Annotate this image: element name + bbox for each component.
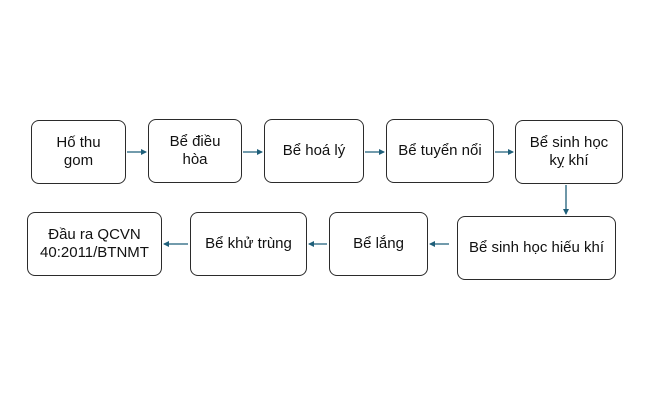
node-label: Bể tuyển nổi xyxy=(398,142,482,159)
node-label: Bể hoá lý xyxy=(282,142,346,159)
node-label: Bể điều hòa xyxy=(169,133,221,168)
node-label: Bể khử trùng xyxy=(205,235,292,252)
node-ho-thu-gom[interactable]: Hố thu gom xyxy=(31,120,126,184)
node-label: Hố thu gom xyxy=(56,134,101,169)
node-be-hoa-ly[interactable]: Bể hoá lý xyxy=(264,119,364,183)
node-be-dieu-hoa[interactable]: Bể điều hòa xyxy=(148,119,242,183)
node-be-tuyen-noi[interactable]: Bể tuyển nổi xyxy=(386,119,494,183)
node-be-sinh-hoc-ky-khi[interactable]: Bể sinh học kỵ khí xyxy=(515,120,623,184)
node-label: Bể lắng xyxy=(353,235,404,252)
node-dau-ra-qcvn[interactable]: Đầu ra QCVN 40:2011/BTNMT xyxy=(27,212,162,276)
node-be-lang[interactable]: Bể lắng xyxy=(329,212,428,276)
node-label: Bể sinh học hiếu khí xyxy=(468,239,605,256)
node-be-khu-trung[interactable]: Bể khử trùng xyxy=(190,212,307,276)
node-label: Đầu ra QCVN 40:2011/BTNMT xyxy=(40,226,149,261)
node-be-sinh-hoc-hieu-khi[interactable]: Bể sinh học hiếu khí xyxy=(457,216,616,280)
node-label: Bể sinh học kỵ khí xyxy=(529,134,609,169)
